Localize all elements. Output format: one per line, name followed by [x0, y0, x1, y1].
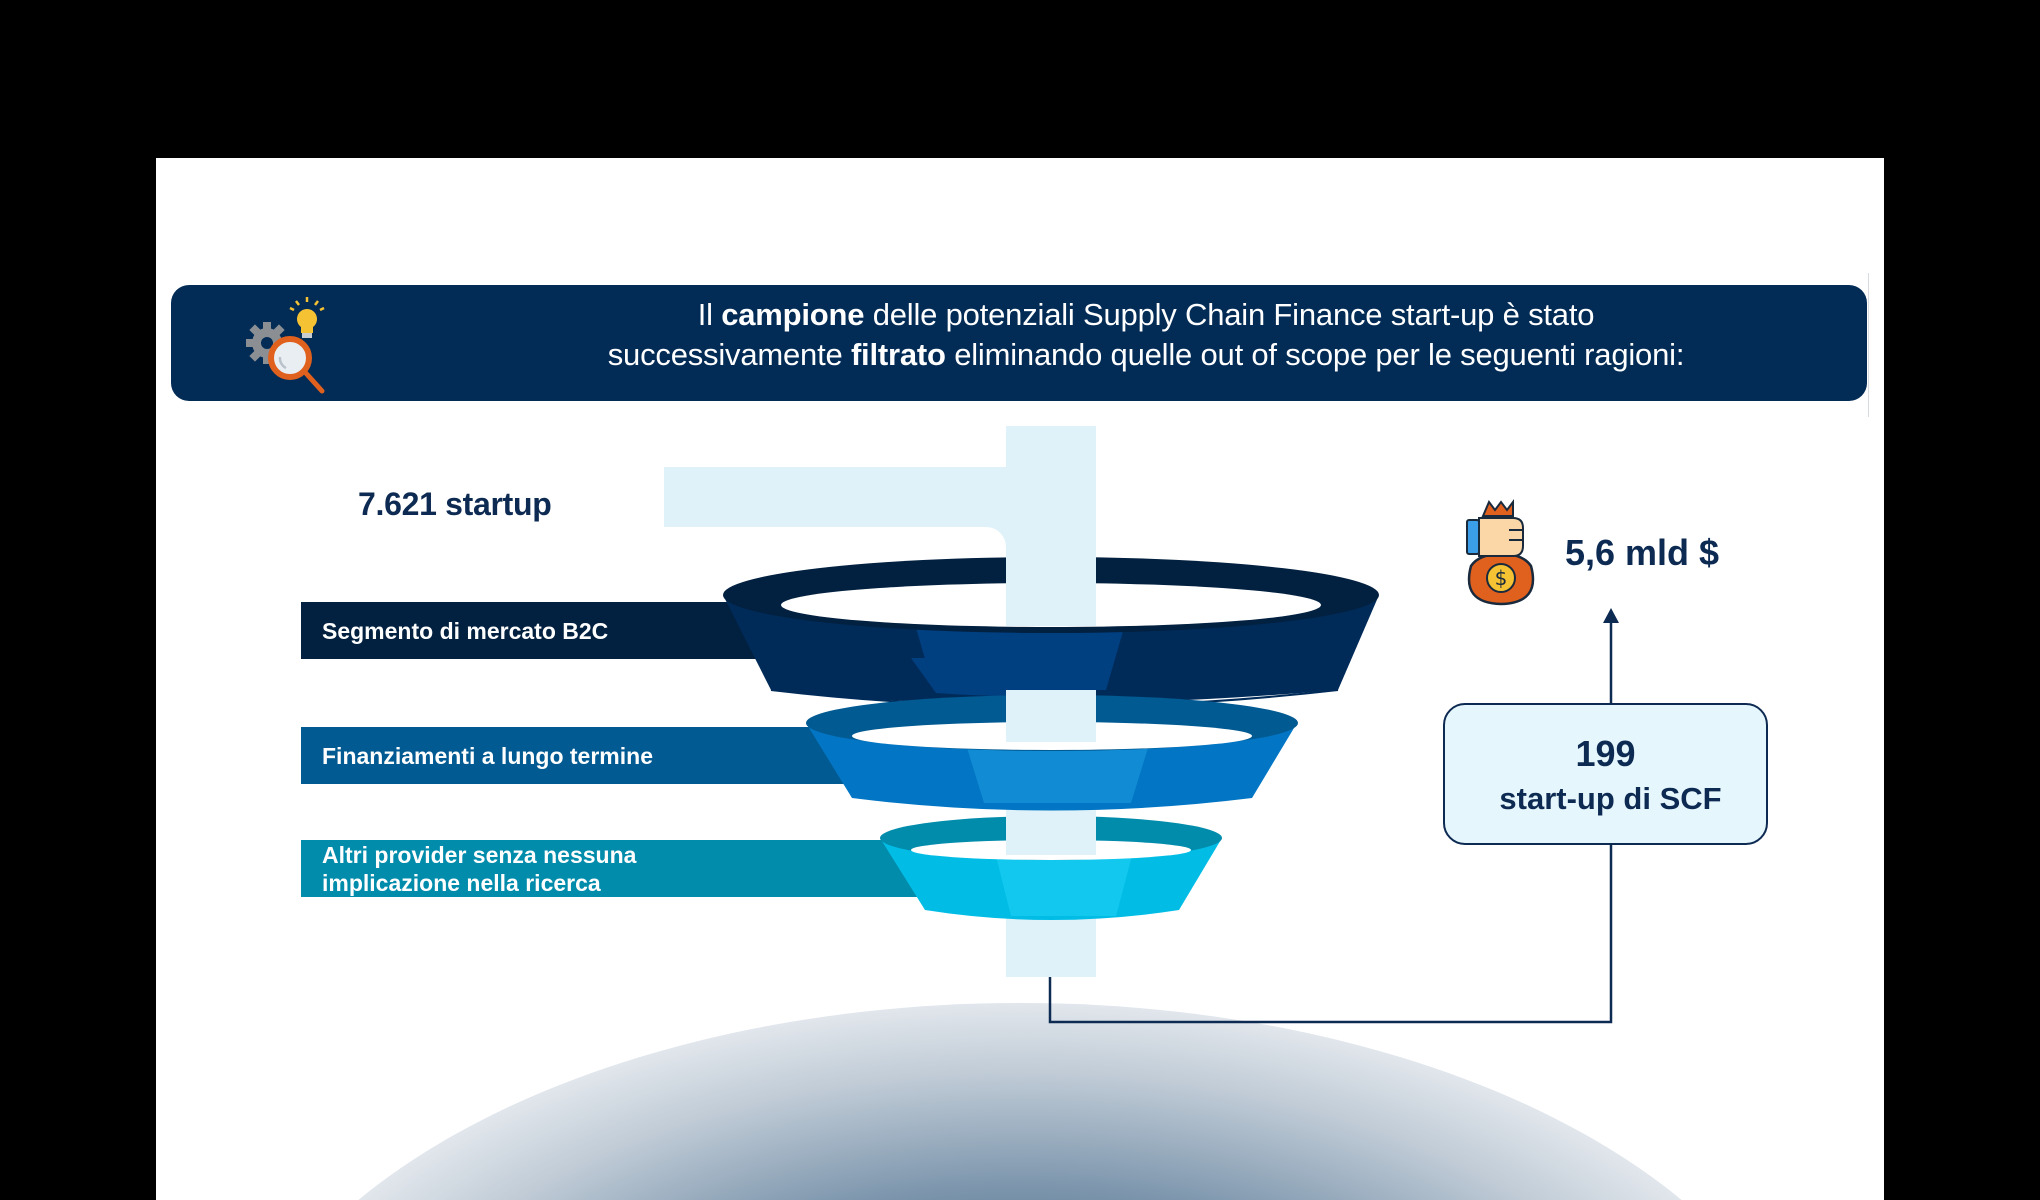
banner-text: Il campione delle potenziali Supply Chai…	[431, 295, 1861, 375]
connector-line	[1048, 620, 1613, 1024]
result-count: 199	[1575, 733, 1636, 774]
result-box: 199 start-up di SCF	[1443, 703, 1768, 845]
funding-amount: 5,6 mld $	[1565, 532, 1720, 573]
reason-bar-long-term: Finanziamenti a lungo termine	[301, 727, 861, 784]
funnel-stage-2	[806, 690, 1298, 811]
slide-panel: Il campione delle potenziali Supply Chai…	[156, 158, 1884, 1200]
header-banner: Il campione delle potenziali Supply Chai…	[171, 285, 1867, 401]
divider	[1868, 273, 1869, 417]
result-label: start-up di SCF	[1499, 781, 1722, 816]
reason-label: Segmento di mercato B2C	[322, 617, 609, 644]
gear-magnifier-bulb-icon	[246, 297, 325, 394]
reason-label: Altri provider senza nessuna implicazion…	[322, 841, 637, 896]
banner-line-2: successivamente filtrato eliminando quel…	[607, 337, 1685, 372]
arrow-up-icon	[1603, 608, 1619, 623]
reason-label: Finanziamenti a lungo termine	[322, 742, 653, 769]
input-count-label: 7.621 startup	[358, 486, 552, 522]
funnel-diagram	[664, 426, 1619, 1024]
output-pipe	[1006, 920, 1096, 977]
banner-line-1: Il campione delle potenziali Supply Chai…	[697, 297, 1595, 332]
svg-text:$: $	[1495, 566, 1508, 590]
funnel-stage-3	[880, 813, 1222, 920]
money-bag-icon: $	[1466, 499, 1535, 606]
reason-bar-other-providers: Altri provider senza nessuna implicazion…	[301, 840, 921, 897]
